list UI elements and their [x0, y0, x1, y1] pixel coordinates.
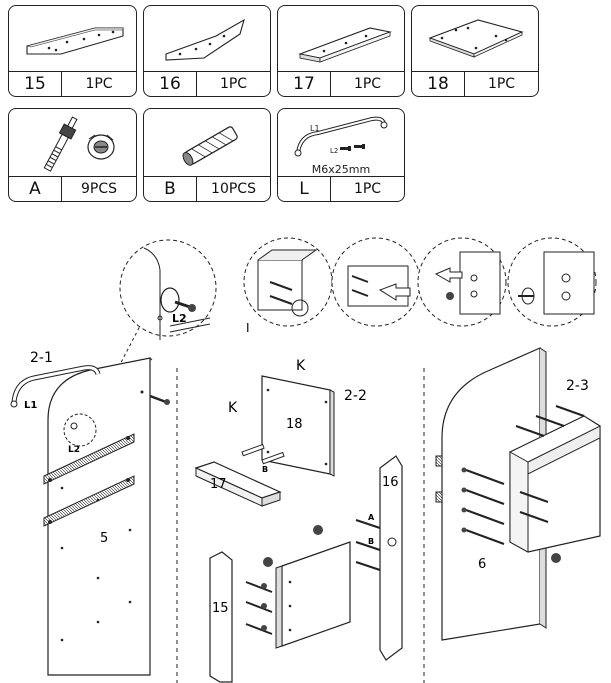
- screw-label: L2: [68, 445, 80, 455]
- part-id: 17: [278, 72, 331, 96]
- part-id: A: [9, 177, 62, 201]
- screw-spec: M6x25mm: [312, 163, 370, 176]
- panel-15-icon: [26, 27, 124, 55]
- detail-screw-label: L2: [172, 312, 187, 325]
- panel-16: [379, 455, 403, 661]
- part-qty: 1PC: [353, 181, 382, 197]
- panel-16-label: 16: [382, 475, 399, 490]
- label-a: A: [368, 513, 375, 522]
- part-id: 18: [412, 72, 465, 96]
- label-b2: B: [368, 537, 374, 546]
- panel-6-label: 6: [478, 557, 486, 572]
- part-qty: 1PC: [353, 76, 382, 92]
- assembly-diagram: 2-1 L2 L1 L2: [10, 237, 601, 683]
- drawer-rail-lower: [43, 475, 135, 527]
- part-card-16: 16 1PC: [143, 5, 271, 97]
- handle-label: L1: [24, 400, 37, 411]
- drawer-handle-icon: L1 L2 M6x25mm: [294, 116, 388, 176]
- cam-bolt-icon: [43, 116, 115, 172]
- part-qty: 9PCS: [80, 181, 117, 197]
- step-title: 2-2: [344, 388, 367, 404]
- handle-label-l1: L1: [310, 124, 320, 133]
- part-qty: 10PCS: [211, 181, 256, 197]
- step-2-2-details: I: [243, 237, 597, 335]
- panel-16-icon: [165, 18, 245, 61]
- part-card-l: L1 L2 M6x25mm L 1PC: [277, 108, 405, 202]
- panel-18-label: 18: [286, 417, 303, 432]
- part-qty: 1PC: [487, 76, 516, 92]
- panel-15-label: 15: [212, 601, 229, 616]
- step-2-1: 2-1 L2 L1 L2: [10, 239, 217, 676]
- drawer-rail-upper: [43, 433, 135, 485]
- panel-15: [209, 551, 233, 683]
- step-2-3: 2-3 6: [435, 347, 601, 641]
- part-qty: 1PC: [219, 76, 248, 92]
- part-card-18: 18 1PC: [411, 5, 539, 97]
- part-qty: 1PC: [85, 76, 113, 92]
- label-b: B: [262, 465, 268, 474]
- screw-label-l2: L2: [330, 147, 338, 155]
- part-card-15: 15 1PC: [8, 5, 137, 97]
- part-id: 15: [9, 72, 62, 96]
- label-k-top: K: [296, 358, 306, 374]
- part-card-a: A 9PCS: [8, 108, 137, 202]
- label-k-side: K: [228, 400, 238, 416]
- panel-5-label: 5: [100, 531, 108, 546]
- panel-18-icon: [428, 19, 524, 58]
- step-title: 2-1: [30, 350, 53, 366]
- step-2-2: 2-2 K K 18 B 17 16 A B 15: [194, 358, 403, 683]
- part-card-17: 17 1PC: [277, 5, 405, 97]
- part-id: 16: [144, 72, 197, 96]
- panel-17-label: 17: [210, 477, 227, 492]
- step-title: 2-3: [566, 378, 589, 394]
- wood-dowel-icon: [182, 126, 238, 166]
- part-card-b: B 10PCS: [143, 108, 271, 202]
- panel-17-icon: [297, 27, 393, 63]
- box-front: [281, 541, 351, 647]
- panel-5: [47, 357, 151, 676]
- label-i: I: [246, 321, 250, 335]
- part-id: B: [144, 177, 197, 201]
- part-id: L: [278, 177, 331, 201]
